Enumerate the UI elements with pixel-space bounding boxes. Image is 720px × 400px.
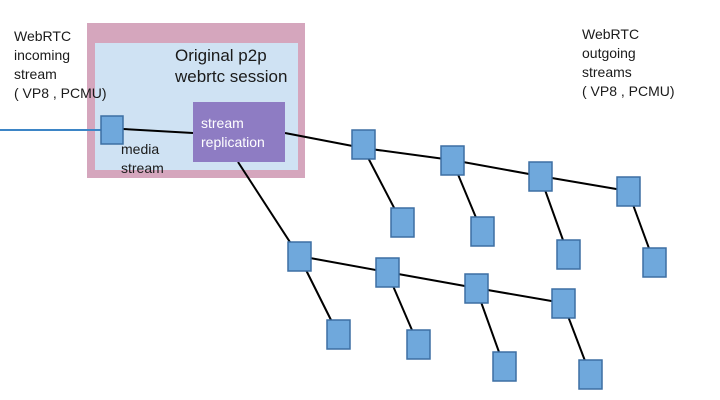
replication-box bbox=[193, 102, 285, 162]
outgoing-streams-label: WebRTC outgoing streams ( VP8 , PCMU) bbox=[582, 26, 675, 99]
stream-node-bottom-4-child bbox=[578, 359, 603, 390]
link-top-3-top-4 bbox=[539, 175, 629, 192]
stream-nodes bbox=[100, 115, 667, 390]
replication-label: stream replication bbox=[201, 115, 265, 150]
stream-node-bottom-1-child bbox=[326, 319, 351, 350]
stream-node-top-4 bbox=[616, 176, 641, 207]
stream-node-bottom-2 bbox=[375, 257, 400, 288]
stream-node-top-2 bbox=[440, 145, 465, 176]
stream-node-top-2-child bbox=[470, 216, 495, 247]
stream-node-top-1 bbox=[351, 129, 376, 160]
stream-node-top-1-child bbox=[390, 207, 415, 238]
stream-node-bottom-3-child bbox=[492, 351, 517, 382]
stream-node-bottom-2-child bbox=[406, 329, 431, 360]
media-stream-label: media stream bbox=[121, 141, 164, 176]
link-top-1-top-2 bbox=[362, 147, 453, 161]
link-replication-top-1 bbox=[284, 132, 364, 149]
stream-node-top-3 bbox=[528, 161, 553, 192]
link-top-2-top-3 bbox=[451, 159, 541, 177]
stream-node-bottom-1 bbox=[287, 241, 312, 272]
link-bottom-3-bottom-4 bbox=[475, 287, 564, 304]
link-bottom-2-bottom-3 bbox=[386, 271, 477, 289]
stream-node-top-3-child bbox=[556, 239, 581, 270]
session-label: Original p2p webrtc session bbox=[174, 46, 287, 86]
link-bottom-1-bottom-2 bbox=[298, 255, 388, 273]
stream-node-bottom-4 bbox=[551, 288, 576, 319]
input-stream-node bbox=[100, 115, 124, 145]
stream-node-top-4-child bbox=[642, 247, 667, 278]
link-input-replication bbox=[122, 128, 194, 134]
incoming-stream-label: WebRTC incoming stream ( VP8 , PCMU) bbox=[14, 28, 107, 101]
stream-node-bottom-3 bbox=[464, 273, 489, 304]
link-replication-bottom-1 bbox=[237, 161, 300, 257]
